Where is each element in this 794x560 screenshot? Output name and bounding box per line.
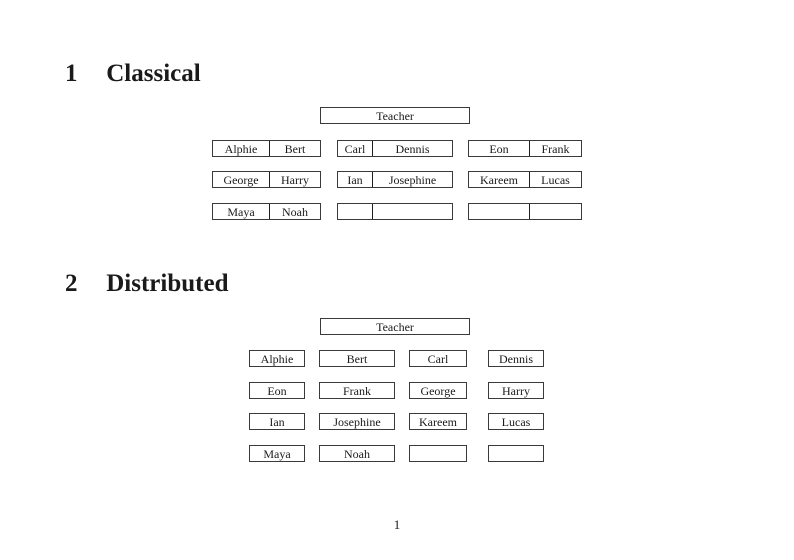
- desk-seat-right: [530, 204, 581, 219]
- desk-seat-right: Noah: [282, 204, 308, 219]
- desk-seat-left: George: [213, 172, 270, 187]
- seat-box: Ian: [249, 413, 305, 430]
- teacher-box: Teacher: [320, 107, 470, 124]
- desk-seat-right: Dennis: [395, 141, 430, 156]
- desk-box: Alphie Bert: [212, 140, 321, 157]
- desk-box: Carl Dennis: [337, 140, 453, 157]
- desk-seat-left: Eon: [469, 141, 530, 156]
- desk-box: [468, 203, 582, 220]
- desk-seat-left: [469, 204, 530, 219]
- seat-box: [409, 445, 467, 462]
- desk-seat-right: Bert: [284, 141, 306, 156]
- seat-box: Lucas: [488, 413, 544, 430]
- desk-seat-left: Ian: [338, 172, 373, 187]
- desk-box: Ian Josephine: [337, 171, 453, 188]
- seat-box: Noah: [319, 445, 395, 462]
- seat-box: Josephine: [319, 413, 395, 430]
- seat-box: Harry: [488, 382, 544, 399]
- desk-seat-left: Carl: [338, 141, 373, 156]
- seat-box: Carl: [409, 350, 467, 367]
- section-title: Classical: [106, 60, 201, 87]
- desk-seat-right: Lucas: [541, 172, 570, 187]
- page-number: 1: [393, 517, 401, 532]
- seat-box: Maya: [249, 445, 305, 462]
- seat-box: Frank: [319, 382, 395, 399]
- seat-box: Dennis: [488, 350, 544, 367]
- section-heading-classical: 1 Classical: [65, 61, 201, 86]
- desk-box: [337, 203, 453, 220]
- desk-box: Eon Frank: [468, 140, 582, 157]
- seat-box: Kareem: [409, 413, 467, 430]
- desk-box: George Harry: [212, 171, 321, 188]
- seat-box: George: [409, 382, 467, 399]
- desk-seat-left: [338, 204, 373, 219]
- seat-box: Alphie: [249, 350, 305, 367]
- seat-box: Eon: [249, 382, 305, 399]
- desk-seat-right: [373, 204, 452, 219]
- desk-seat-right: Harry: [281, 172, 309, 187]
- section-heading-distributed: 2 Distributed: [65, 271, 228, 296]
- teacher-box: Teacher: [320, 318, 470, 335]
- section-title: Distributed: [106, 270, 229, 297]
- desk-seat-left: Maya: [213, 204, 270, 219]
- desk-box: Kareem Lucas: [468, 171, 582, 188]
- section-number: 1: [65, 60, 78, 87]
- seat-box: [488, 445, 544, 462]
- section-number: 2: [65, 270, 78, 297]
- desk-box: Maya Noah: [212, 203, 321, 220]
- seat-box: Bert: [319, 350, 395, 367]
- desk-seat-left: Alphie: [213, 141, 270, 156]
- desk-seat-right: Josephine: [388, 172, 437, 187]
- desk-seat-left: Kareem: [469, 172, 530, 187]
- desk-seat-right: Frank: [541, 141, 570, 156]
